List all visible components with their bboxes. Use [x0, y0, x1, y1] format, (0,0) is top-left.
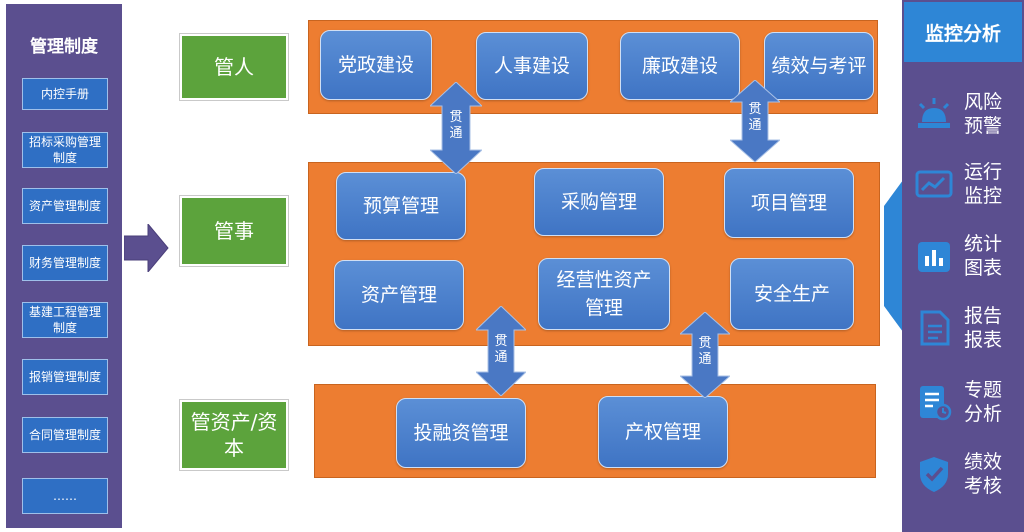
sidebar-item[interactable]: 资产管理制度	[22, 188, 108, 224]
double-arrow-icon	[730, 80, 780, 162]
sidebar-item[interactable]: 招标采购管理制度	[22, 132, 108, 168]
connector-arrow: 贯通	[476, 306, 526, 396]
tile-procurement[interactable]: 采购管理	[534, 168, 664, 236]
monitor-label: 风险预警	[964, 91, 1003, 137]
sidebar-item[interactable]: 基建工程管理制度	[22, 302, 108, 338]
monitor-label: 报告报表	[964, 305, 1003, 351]
tile-asset[interactable]: 资产管理	[334, 260, 464, 330]
monitor-item-statistics[interactable]: 统计图表	[906, 226, 1024, 286]
sidebar-item[interactable]: 内控手册	[22, 78, 108, 110]
connector-label: 贯通	[698, 336, 712, 367]
tile-operating-asset[interactable]: 经营性资产管理	[538, 258, 670, 330]
monitor-chart-icon	[915, 170, 953, 198]
monitor-label: 专题分析	[964, 379, 1003, 425]
sidebar-title: 管理制度	[30, 37, 98, 57]
monitor-label: 运行监控	[964, 161, 1003, 207]
tile-investment-financing[interactable]: 投融资管理	[396, 398, 526, 468]
connector-arrow: 贯通	[430, 82, 482, 174]
monitor-item-operation[interactable]: 运行监控	[906, 154, 1024, 214]
sidebar-item[interactable]: ……	[22, 478, 108, 514]
monitor-item-risk-warning[interactable]: 风险预警	[906, 84, 1024, 144]
connector-label: 贯通	[494, 334, 508, 365]
sidebar-item[interactable]: 合同管理制度	[22, 417, 108, 453]
connector-label: 贯通	[449, 110, 463, 141]
tile-project[interactable]: 项目管理	[724, 168, 854, 238]
report-clock-icon	[920, 386, 952, 421]
management-rules-panel: 管理制度 内控手册 招标采购管理制度 资产管理制度 财务管理制度 基建工程管理制…	[6, 4, 122, 528]
tile-property-rights[interactable]: 产权管理	[598, 396, 728, 468]
tile-safety-production[interactable]: 安全生产	[730, 258, 854, 330]
double-arrow-icon	[430, 82, 482, 174]
category-affairs: 管事	[180, 196, 288, 266]
monitor-label: 绩效考核	[964, 451, 1003, 497]
sidebar-item[interactable]: 报销管理制度	[22, 359, 108, 395]
double-arrow-icon	[476, 306, 526, 396]
flow-arrow-icon	[124, 224, 169, 272]
panel-notch	[884, 176, 906, 336]
sidebar-item[interactable]: 财务管理制度	[22, 245, 108, 281]
category-people: 管人	[180, 34, 288, 100]
connector-arrow: 贯通	[730, 80, 780, 162]
bar-chart-icon	[918, 242, 950, 272]
monitor-item-performance[interactable]: 绩效考核	[906, 444, 1024, 504]
tile-party-building[interactable]: 党政建设	[320, 30, 432, 100]
monitor-item-topic-analysis[interactable]: 专题分析	[906, 372, 1024, 432]
document-icon	[920, 310, 950, 346]
monitor-item-report[interactable]: 报告报表	[906, 298, 1024, 358]
tile-personnel-building[interactable]: 人事建设	[476, 32, 588, 100]
connector-arrow: 贯通	[680, 312, 730, 398]
shield-check-icon	[920, 457, 948, 492]
tile-integrity-building[interactable]: 廉政建设	[620, 32, 740, 100]
connector-label: 贯通	[748, 102, 762, 133]
monitor-label: 统计图表	[964, 233, 1003, 279]
double-arrow-icon	[680, 312, 730, 398]
tile-budget[interactable]: 预算管理	[336, 172, 466, 240]
tile-performance-evaluation[interactable]: 绩效与考评	[764, 32, 874, 100]
monitoring-title: 监控分析	[904, 2, 1022, 62]
alarm-light-icon	[918, 98, 950, 128]
category-assets: 管资产/资本	[180, 400, 288, 470]
